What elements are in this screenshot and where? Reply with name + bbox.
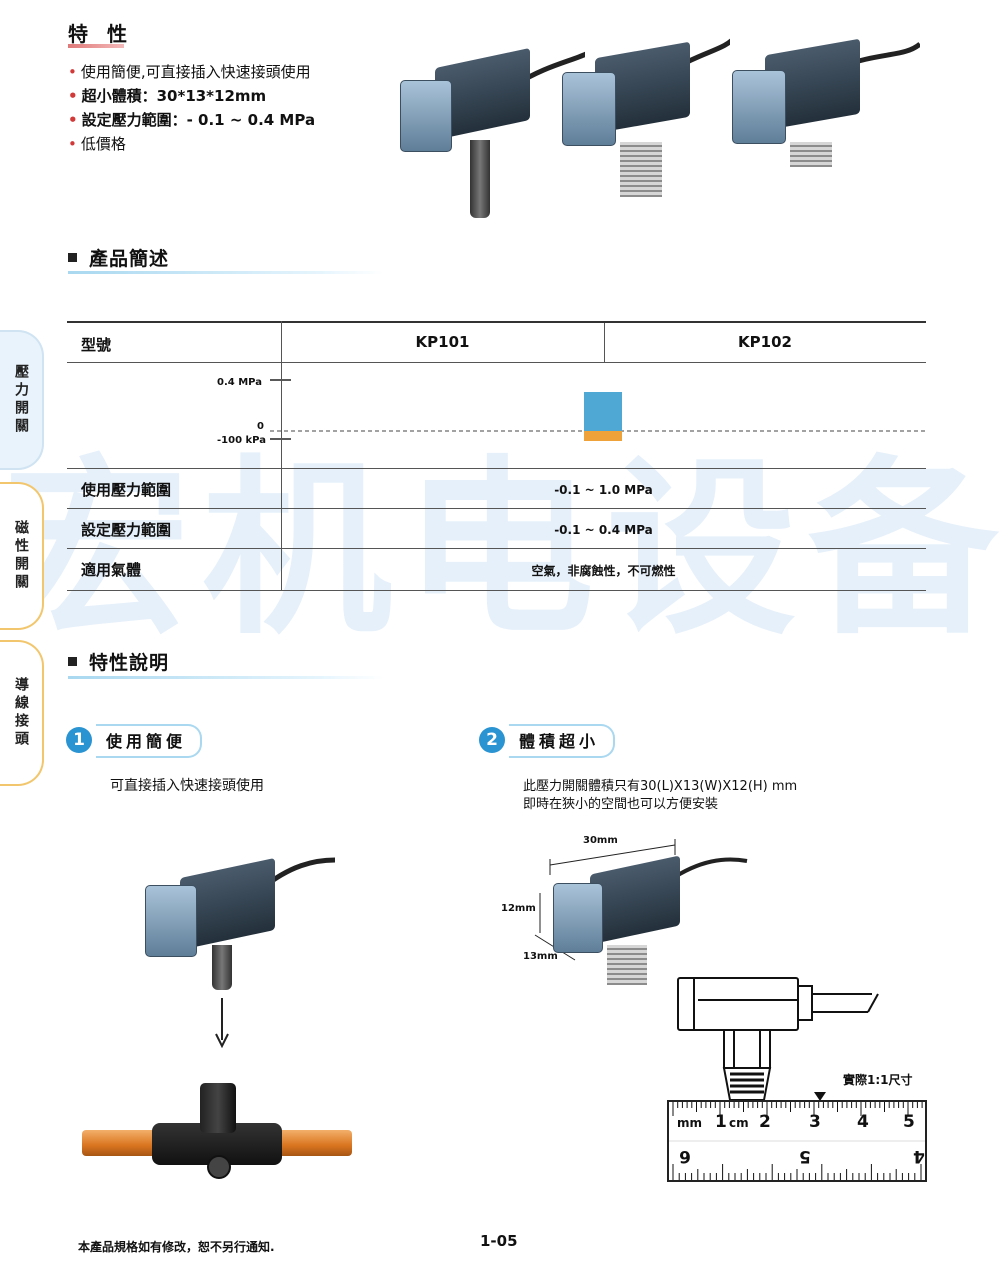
table-header-row: 型號 KP101 KP102 — [67, 321, 926, 363]
row-value: -0.1 ~ 1.0 MPa — [554, 483, 653, 497]
table-row: 設定壓力範圍 -0.1 ~ 0.4 MPa — [67, 509, 926, 549]
feature-item: 超小體積：30*13*12mm — [68, 84, 315, 108]
row-value: 空氣，非腐蝕性，不可燃性 — [531, 564, 676, 578]
row-label: 使用壓力範圍 — [81, 481, 172, 499]
page-number: 1-05 — [480, 1232, 518, 1250]
side-tab-label: 磁性開關 — [13, 520, 29, 592]
overview-heading: 產品簡述 — [68, 244, 169, 271]
ruler-label-2: 2 — [759, 1112, 771, 1132]
model-kp102: KP102 — [738, 333, 792, 351]
point1-switch-illustration — [140, 850, 340, 990]
side-tab-wire-connector[interactable]: 導線接頭 — [0, 640, 44, 786]
row-label: 適用氣體 — [81, 561, 142, 579]
table-row: 適用氣體 空氣，非腐蝕性，不可燃性 — [67, 549, 926, 591]
point1-number-badge: 1 — [66, 727, 92, 753]
product-photo-kp102-b — [730, 32, 920, 172]
spec-table: 型號 KP101 KP102 0.4 MPa 0 -100 kPa 使用壓力範圍… — [67, 321, 926, 591]
row-label: 設定壓力範圍 — [81, 521, 172, 539]
axis-label-max: 0.4 MPa — [217, 377, 262, 388]
features-title: 特 性 — [68, 22, 133, 46]
scale-marker-icon — [814, 1092, 826, 1101]
point1-title: 使用簡便 — [96, 724, 203, 758]
point2-dimension-illustration: 30mm 12mm 13mm — [495, 825, 755, 995]
ruler-label-mm: mm — [677, 1116, 703, 1130]
product-photo-kp102-a — [560, 32, 730, 197]
ruler: mm 1 cm 2 3 4 5 6 5 4 — [667, 1100, 927, 1182]
positive-range-bar — [584, 392, 622, 431]
side-tab-label: 壓力開關 — [13, 364, 29, 436]
dim-width-label: 13mm — [523, 951, 558, 962]
dim-height-label: 12mm — [501, 903, 536, 914]
axis-label-min: -100 kPa — [217, 435, 266, 446]
point2-number-badge: 2 — [479, 727, 505, 753]
overview-heading-line — [68, 271, 384, 274]
ruler-label-cm: cm — [729, 1116, 749, 1130]
point1-text: 可直接插入快速接頭使用 — [110, 778, 264, 794]
details-heading-line — [68, 676, 384, 679]
ruler-label-4: 4 — [857, 1112, 869, 1132]
footer-note: 本產品規格如有修改，恕不另行通知. — [78, 1240, 275, 1254]
side-tab-magnetic-switch[interactable]: 磁性開關 — [0, 482, 44, 630]
row-value: -0.1 ~ 0.4 MPa — [554, 523, 653, 537]
details-heading: 特性說明 — [68, 648, 169, 675]
pressure-range-chart — [270, 379, 926, 441]
ruler-label-1: 1 — [715, 1112, 727, 1132]
feature-item: 低價格 — [68, 132, 315, 156]
features-underline — [68, 44, 124, 48]
point2-title: 體積超小 — [509, 724, 616, 758]
side-tab-pressure-switch[interactable]: 壓力開關 — [0, 330, 44, 470]
negative-range-bar — [584, 431, 622, 441]
quick-connector-illustration — [82, 1075, 352, 1185]
feature-item: 設定壓力範圍：- 0.1 ~ 0.4 MPa — [68, 108, 315, 132]
product-photo-kp101 — [395, 40, 585, 218]
model-kp101: KP101 — [415, 333, 470, 351]
insert-arrow-icon — [215, 998, 229, 1048]
pressure-chart-row: 0.4 MPa 0 -100 kPa — [67, 363, 926, 469]
table-row: 使用壓力範圍 -0.1 ~ 1.0 MPa — [67, 469, 926, 509]
dim-length-label: 30mm — [583, 835, 618, 846]
ruler-label-3: 3 — [809, 1112, 821, 1132]
features-list: 使用簡便,可直接插入快速接頭使用 超小體積：30*13*12mm 設定壓力範圍：… — [68, 60, 315, 156]
model-label: 型號 — [81, 336, 112, 354]
ruler-label-6-inverted: 6 — [679, 1146, 691, 1166]
line-drawing-switch — [672, 970, 882, 1105]
details-title: 特性說明 — [89, 652, 170, 674]
overview-title: 產品簡述 — [89, 248, 170, 270]
ruler-label-5: 5 — [903, 1112, 915, 1132]
scale-label: 實際1:1尺寸 — [843, 1073, 913, 1087]
point2-text-line1: 此壓力開關體積只有30(L)X13(W)X12(H) mm — [523, 779, 798, 794]
feature-item: 使用簡便,可直接插入快速接頭使用 — [68, 60, 315, 84]
side-tab-label: 導線接頭 — [13, 677, 29, 749]
ruler-label-4-inverted: 4 — [913, 1146, 925, 1166]
ruler-label-5-inverted: 5 — [799, 1146, 811, 1166]
axis-label-zero: 0 — [257, 421, 264, 432]
point2-text-line2: 即時在狹小的空間也可以方便安裝 — [523, 797, 719, 812]
